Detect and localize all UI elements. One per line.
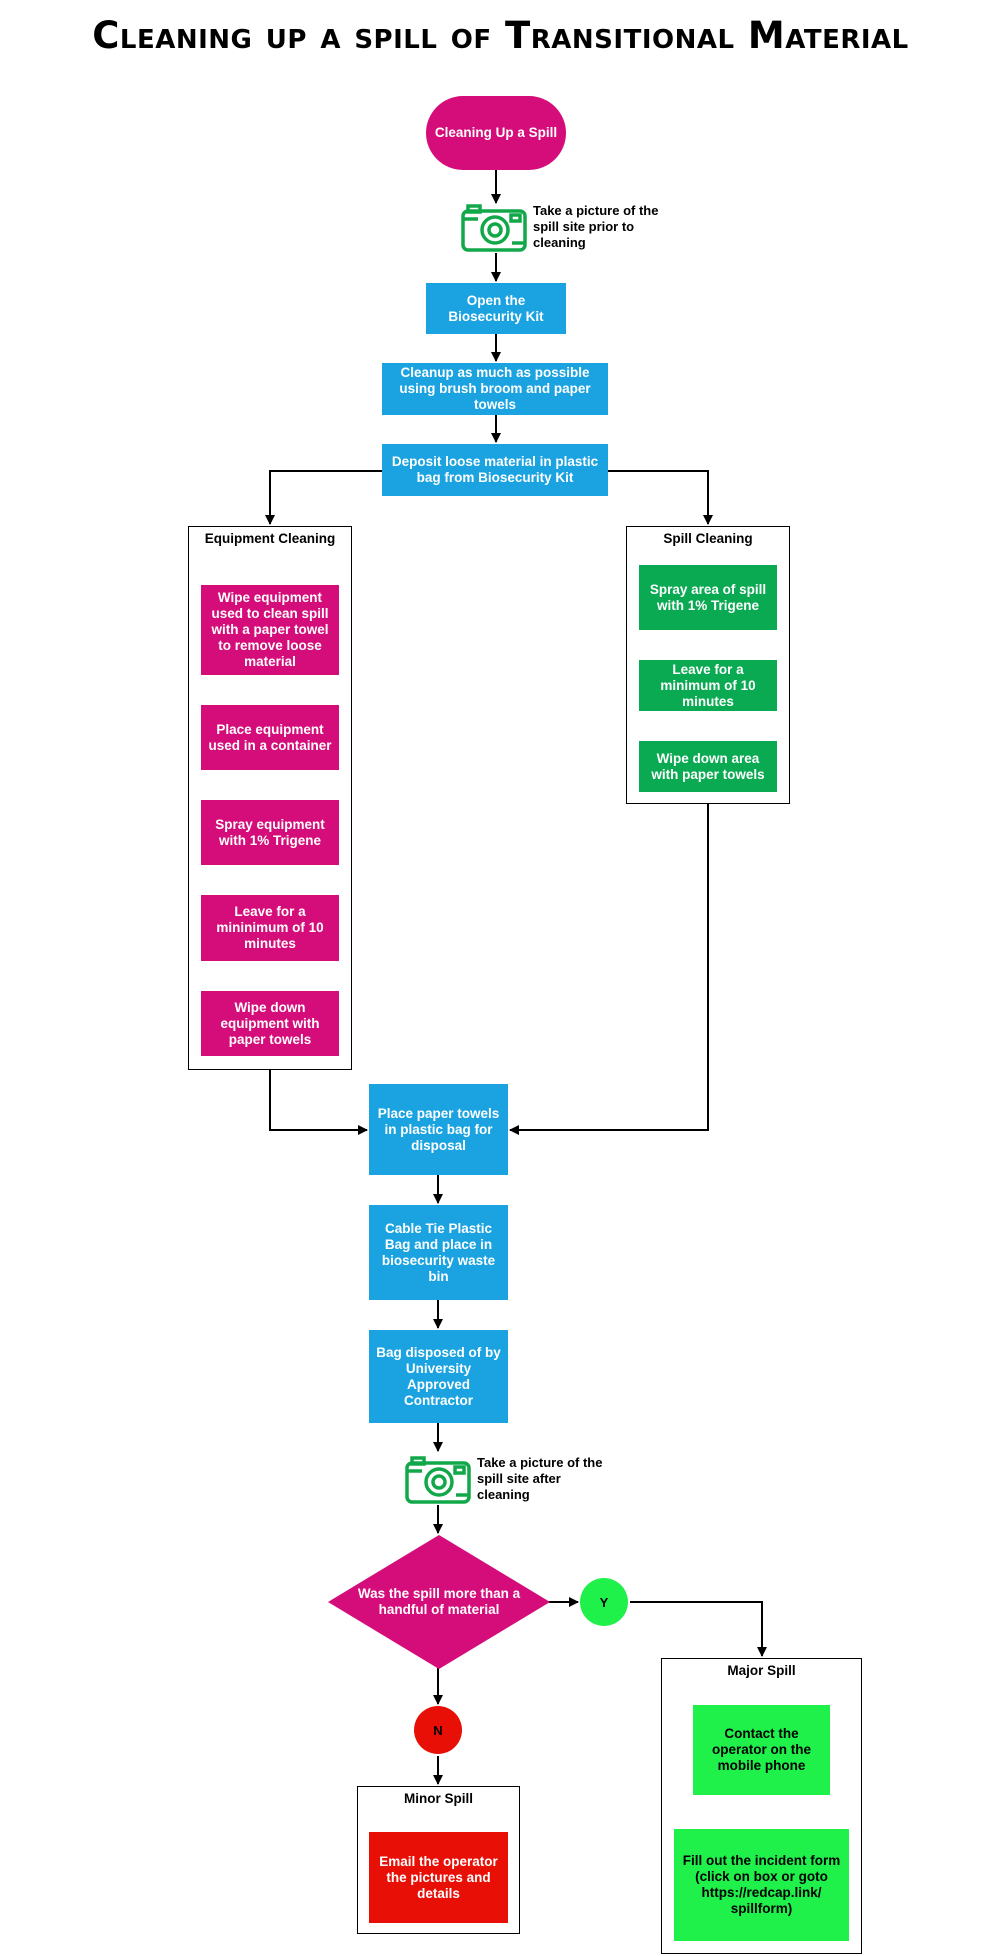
contact-operator-step: Contact the operator on the mobile phone [693,1705,830,1795]
no-marker: N [414,1706,462,1754]
major-spill-title: Major Spill [727,1663,796,1678]
start-node: Cleaning Up a Spill [426,96,566,170]
place-towels-step: Place paper towels in plastic bag for di… [369,1084,508,1175]
email-operator-step: Email the operator the pictures and deta… [369,1832,508,1923]
arrow-deposit-to-spill [608,470,713,525]
arrow-yes-to-major [630,1601,767,1657]
cleanup-step: Cleanup as much as possible using brush … [382,363,608,415]
spill-cleaning-title: Spill Cleaning [663,531,753,546]
equipment-step: Wipe down equipment with paper towels [201,991,339,1056]
cable-tie-step: Cable Tie Plastic Bag and place in biose… [369,1205,508,1300]
equipment-step: Spray equipment with 1% Trigene [201,800,339,865]
photo-before-note: Take a picture of the spill site prior t… [533,203,659,250]
photo-after-note: Take a picture of the spill site after c… [477,1455,603,1502]
incident-form-link[interactable]: Fill out the incident form (click on box… [674,1829,849,1941]
deposit-step: Deposit loose material in plastic bag fr… [382,444,608,496]
spill-step: Leave for a minimum of 10 minutes [639,660,777,711]
equipment-cleaning-title: Equipment Cleaning [204,531,336,546]
equipment-step: Wipe equipment used to clean spill with … [201,585,339,675]
arrow-deposit-to-equipment [265,470,382,525]
camera-icon [405,1456,471,1504]
equipment-step: Place equipment used in a container [201,705,339,770]
decision-text: Was the spill more than a handful of mat… [357,1586,521,1617]
spill-step: Wipe down area with paper towels [639,741,777,792]
arrow-equipment-to-place [269,1070,368,1135]
spill-step: Spray area of spill with 1% Trigene [639,565,777,630]
contractor-step: Bag disposed of by University Approved C… [369,1330,508,1423]
equipment-step: Leave for a mininimum of 10 minutes [201,895,339,961]
decision-diamond [328,1535,550,1669]
minor-spill-title: Minor Spill [404,1791,473,1806]
arrow-spill-to-place [509,804,709,1135]
page-title: Cleaning up a spill of Transitional Mate… [92,14,909,57]
yes-marker: Y [580,1578,628,1626]
camera-icon [461,204,527,252]
open-kit-step: Open the Biosecurity Kit [426,283,566,334]
